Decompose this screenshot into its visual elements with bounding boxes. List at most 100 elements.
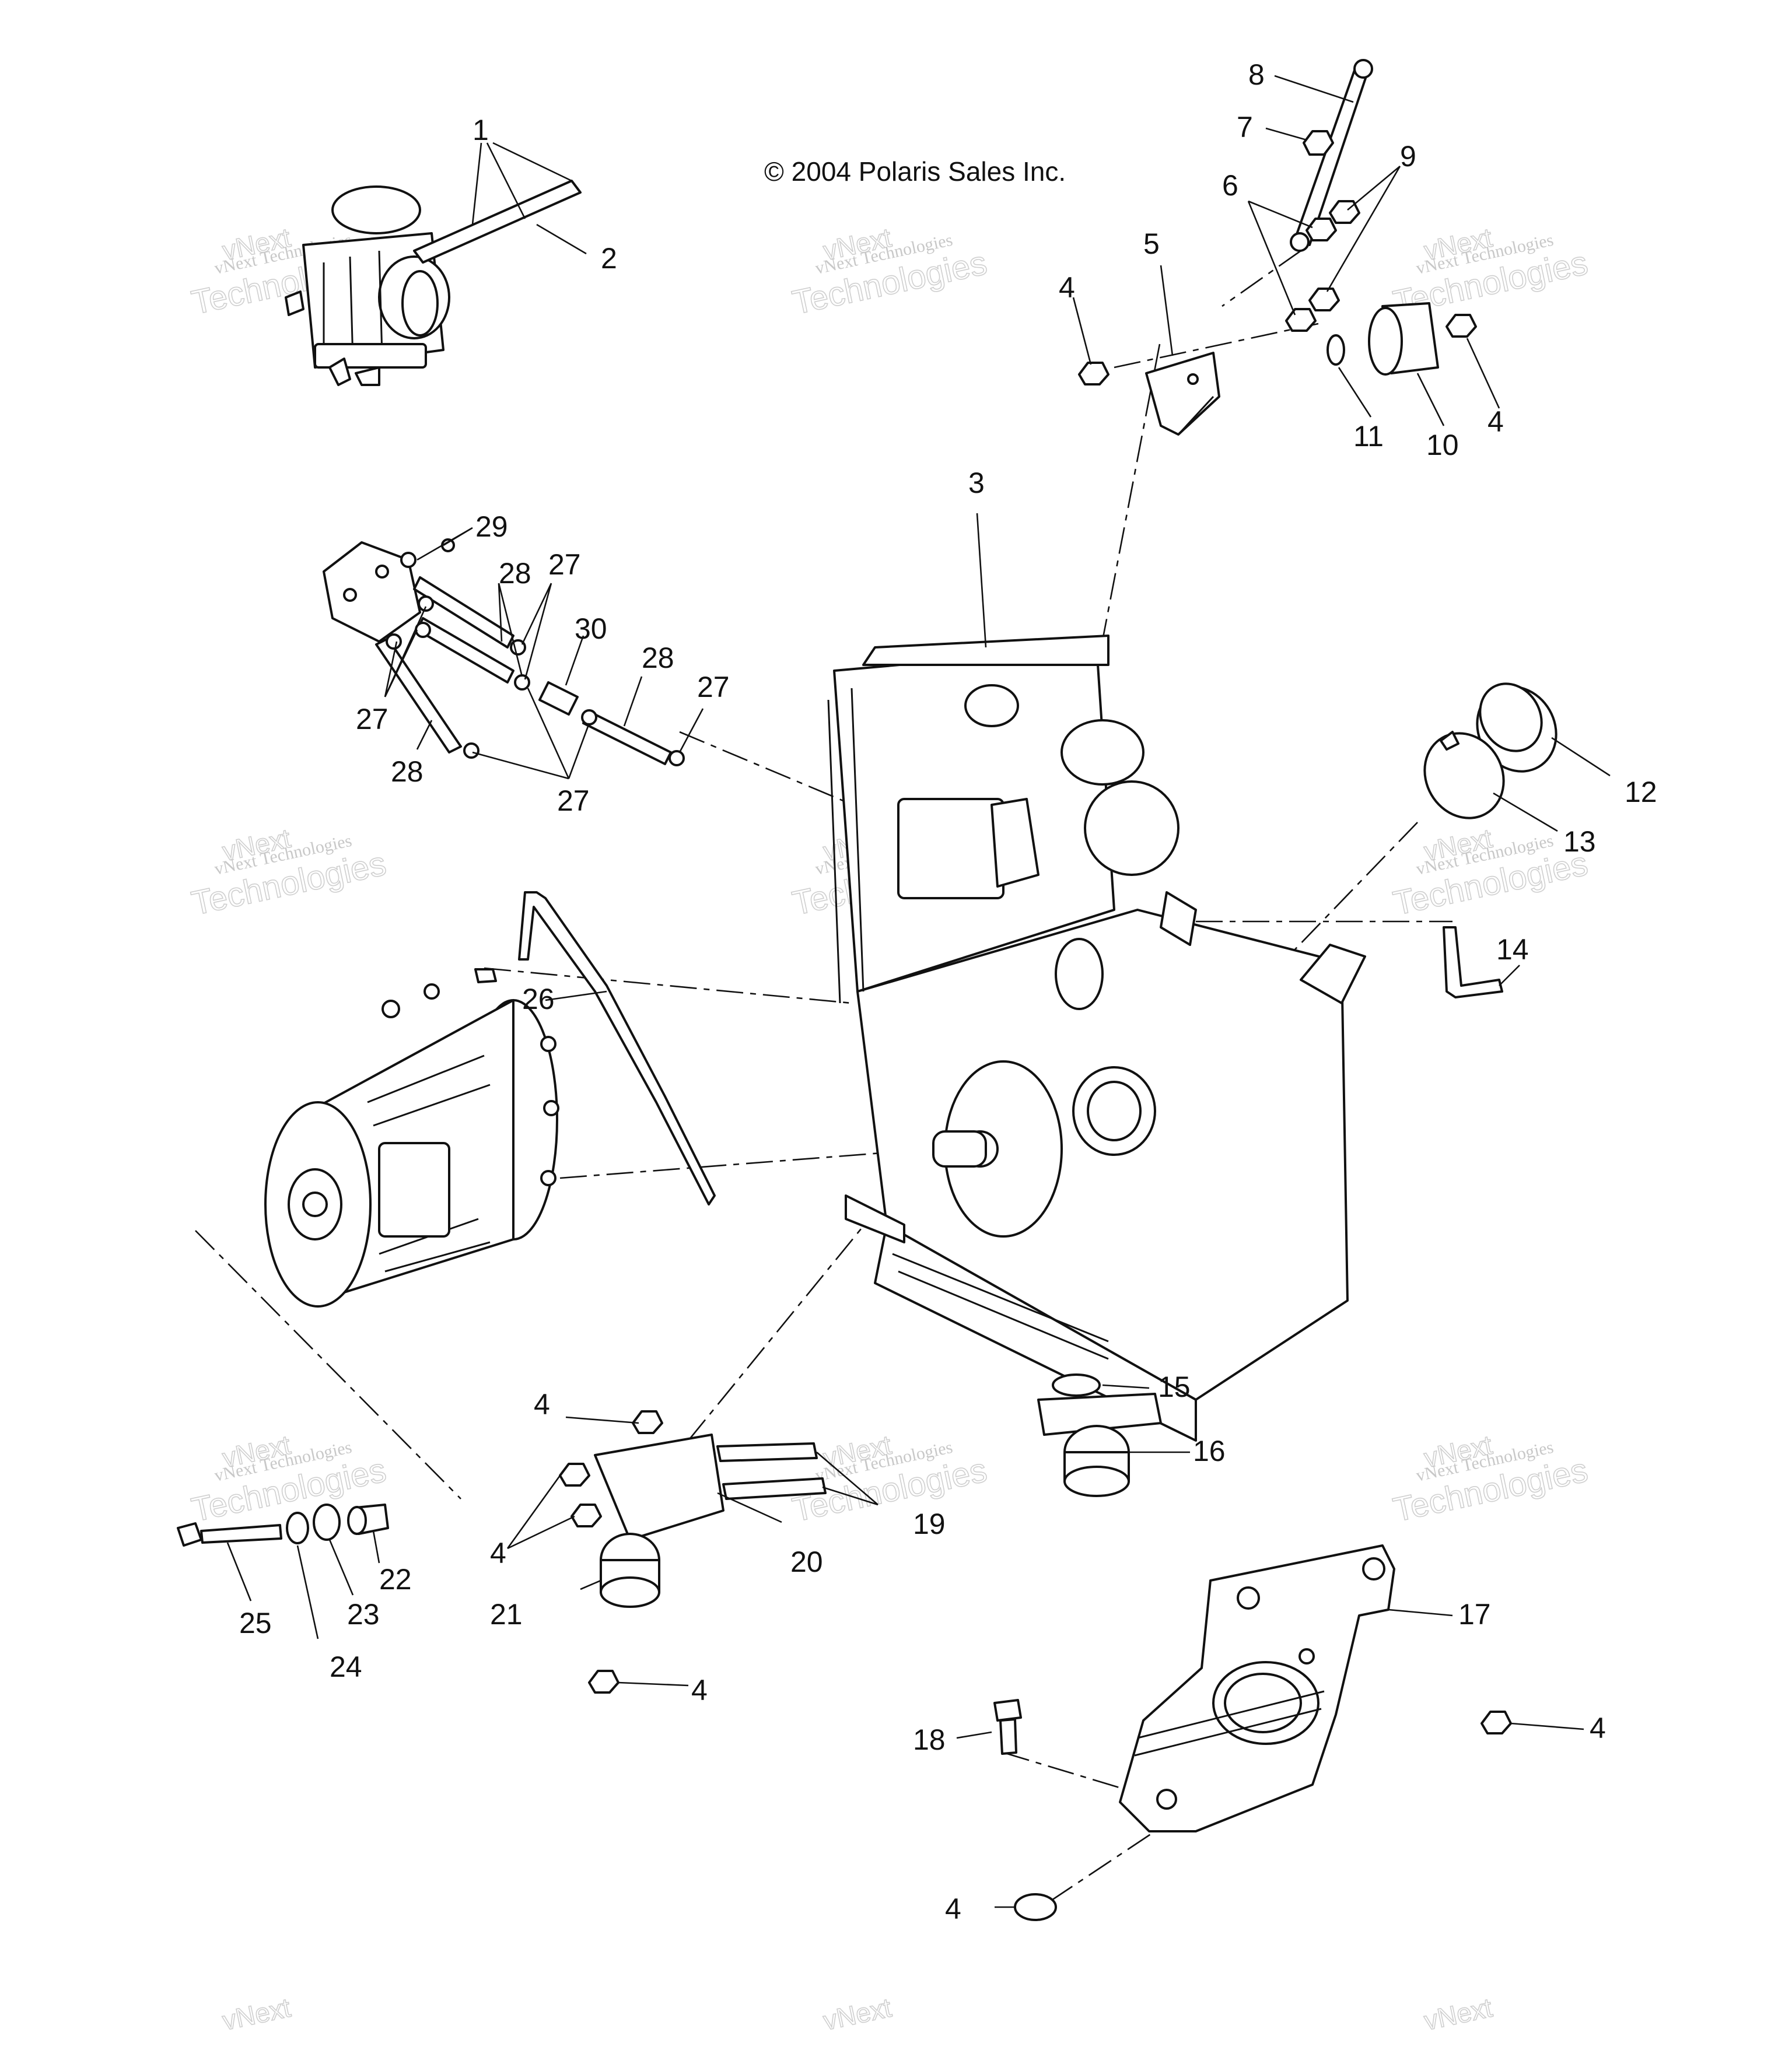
drive-clutch-part [264, 983, 559, 1308]
callout-22: 22 [379, 1563, 412, 1596]
engine-bracket-17-part [1119, 1544, 1395, 1832]
callout-9: 9 [1400, 140, 1416, 173]
watermark: vNext vNext Technologies Technologies [789, 1429, 991, 1530]
watermark: vNext vNext Technologies Technologies [789, 222, 991, 323]
hose-28c [375, 637, 462, 754]
callout-27: 27 [697, 671, 730, 703]
bolt-19a [716, 1442, 818, 1462]
assembly-line [1222, 250, 1301, 307]
copyright-notice: © 2004 Polaris Sales Inc. [764, 156, 1066, 187]
leader-lines [226, 75, 1611, 1908]
callout-25: 25 [239, 1607, 272, 1639]
washer-24 [286, 1512, 309, 1544]
bolt-25-shaft [200, 1524, 282, 1544]
callout-10: 10 [1426, 429, 1459, 461]
callout-20: 20 [790, 1546, 823, 1578]
watermark-text: vNext [220, 1992, 293, 2036]
callout-27: 27 [548, 548, 581, 581]
bolt-18-head [993, 1699, 1022, 1722]
engine-assembly-part [827, 635, 1366, 1442]
bolt-19b [722, 1477, 827, 1500]
callout-15: 15 [1158, 1371, 1191, 1403]
nut-4-left-b [570, 1504, 602, 1527]
hardware-parts [1078, 130, 1477, 386]
callout-4: 4 [1059, 271, 1075, 304]
callout-28: 28 [642, 642, 674, 674]
callout-7: 7 [1237, 111, 1253, 143]
callout-17: 17 [1458, 1598, 1491, 1631]
callout-6: 6 [1222, 169, 1238, 202]
callout-1: 1 [473, 114, 489, 146]
assembly-line [559, 1148, 934, 1179]
washer-15 [1052, 1373, 1101, 1397]
rear-mount-hardware [1052, 1373, 1130, 1497]
callout-23: 23 [347, 1598, 380, 1631]
callout-labels: 1 2 3 4 5 6 7 8 9 10 11 12 13 14 15 16 1… [239, 58, 1657, 1925]
callout-16: 16 [1193, 1435, 1226, 1467]
clamp-12-part [1476, 682, 1558, 773]
nut-6b [1285, 308, 1317, 332]
callout-12: 12 [1625, 776, 1657, 808]
nut-4-top [1078, 362, 1110, 386]
callout-8: 8 [1248, 58, 1265, 91]
assembly-line [1096, 344, 1161, 671]
callout-4: 4 [534, 1388, 550, 1421]
bolt-25-head [177, 1522, 202, 1547]
callout-14: 14 [1496, 933, 1529, 966]
callout-13: 13 [1563, 825, 1596, 858]
callout-19: 19 [913, 1508, 946, 1540]
assembly-line [1049, 1818, 1173, 1902]
hose-14-part [1443, 926, 1503, 998]
callout-21: 21 [490, 1598, 523, 1631]
assembly-line [484, 967, 852, 1004]
watermark: vNext [820, 1992, 895, 2037]
nut-4-low [588, 1670, 620, 1694]
front-mount-hardware [559, 1410, 827, 1694]
callout-24: 24 [330, 1650, 362, 1683]
watermark: vNext [1421, 1992, 1496, 2037]
callout-29: 29 [475, 510, 508, 543]
callout-4: 4 [1488, 405, 1504, 438]
clamp-13-part [1423, 731, 1505, 819]
callout-26: 26 [522, 983, 555, 1015]
assembly-line [1003, 1751, 1158, 1800]
watermark-text: vNext [1422, 1992, 1495, 2036]
clutch-bolt-hardware [177, 1504, 389, 1547]
fitting-30 [538, 681, 579, 716]
watermark-text: vNext [821, 1992, 894, 2036]
washer-23 [313, 1504, 341, 1541]
watermark: vNext vNext Technologies Technologies [1390, 1429, 1591, 1530]
carburetor-part [285, 180, 582, 386]
hose-28a [413, 576, 514, 649]
assembly-line [195, 1230, 461, 1499]
callout-18: 18 [913, 1723, 946, 1756]
callout-5: 5 [1143, 227, 1160, 260]
callout-30: 30 [575, 612, 607, 645]
assembly-line [687, 1218, 870, 1441]
callout-2: 2 [601, 242, 617, 275]
breather-tube-part [474, 891, 716, 1206]
nut-9b [1308, 288, 1340, 311]
watermark: vNext vNext Technologies Technologies [1390, 822, 1591, 923]
mount-10-face [1368, 307, 1403, 376]
bracket-hardware [993, 1699, 1512, 1921]
callout-4: 4 [945, 1893, 961, 1925]
washer-11 [1326, 334, 1345, 366]
watermark: vNext vNext Technologies Technologies [188, 822, 390, 923]
watermark: vNext [219, 1992, 294, 2037]
nut-4-left-a [559, 1463, 590, 1487]
callout-27: 27 [356, 703, 388, 735]
bolt-7 [1303, 130, 1334, 156]
callout-11: 11 [1353, 420, 1384, 453]
callout-4: 4 [490, 1537, 506, 1569]
nut-4-bottom [1014, 1893, 1057, 1921]
fuel-pump-part [323, 538, 685, 766]
nut-4-right [1446, 314, 1477, 338]
callout-28: 28 [391, 755, 424, 788]
nut-4-right-low [1480, 1711, 1512, 1734]
bolt-18-shaft [999, 1718, 1017, 1755]
callout-27: 27 [557, 784, 590, 817]
assembly-line [1114, 323, 1319, 369]
callout-3: 3 [968, 467, 985, 499]
